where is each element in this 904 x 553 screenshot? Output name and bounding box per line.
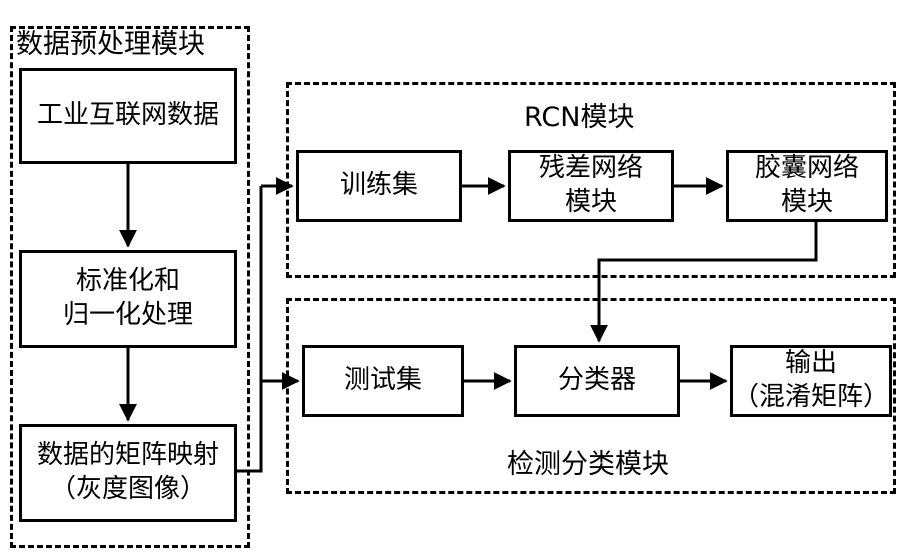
rcn-module-title: RCN模块: [524, 102, 635, 133]
capsule-net-label-line2: 模块: [780, 187, 833, 217]
residual-net-label-line1: 残差网络: [538, 153, 643, 184]
classifier-label: 分类器: [557, 365, 636, 396]
capsule-net-box: 胶囊网络 模块: [726, 150, 888, 222]
test-set-box: 测试集: [302, 345, 464, 417]
train-set-box: 训练集: [296, 150, 462, 222]
classifier-box: 分类器: [514, 345, 680, 417]
preprocess-module-title: 数据预处理模块: [16, 29, 205, 60]
capsule-net-label-line1: 胶囊网络: [754, 153, 859, 184]
normalize-label-line1: 标准化和: [75, 266, 180, 297]
test-set-label: 测试集: [343, 365, 422, 396]
preprocess-module-group: [10, 26, 250, 548]
matrix-map-label-line1: 数据的矩阵映射: [36, 440, 219, 471]
iiot-data-box: 工业互联网数据: [19, 68, 237, 164]
residual-net-box: 残差网络 模块: [508, 150, 674, 222]
detect-classify-module-group: [286, 298, 896, 494]
output-label-line2: （混淆矩阵）: [733, 382, 890, 412]
output-label-line1: 输出: [784, 348, 837, 379]
arrow-capsule-to-classifier: [590, 222, 818, 343]
matrix-map-box: 数据的矩阵映射 （灰度图像）: [19, 424, 237, 522]
residual-net-label-line2: 模块: [564, 187, 617, 217]
detect-classify-module-title: 检测分类模块: [507, 449, 669, 480]
connector-matrix-trunk: [237, 186, 263, 473]
matrix-map-label-line2: （灰度图像）: [49, 474, 206, 504]
iiot-data-label: 工业互联网数据: [36, 100, 219, 131]
output-box: 输出 （混淆矩阵）: [730, 345, 892, 417]
train-set-label: 训练集: [339, 170, 418, 201]
normalize-box: 标准化和 归一化处理: [19, 250, 237, 348]
normalize-label-line2: 归一化处理: [62, 300, 193, 330]
